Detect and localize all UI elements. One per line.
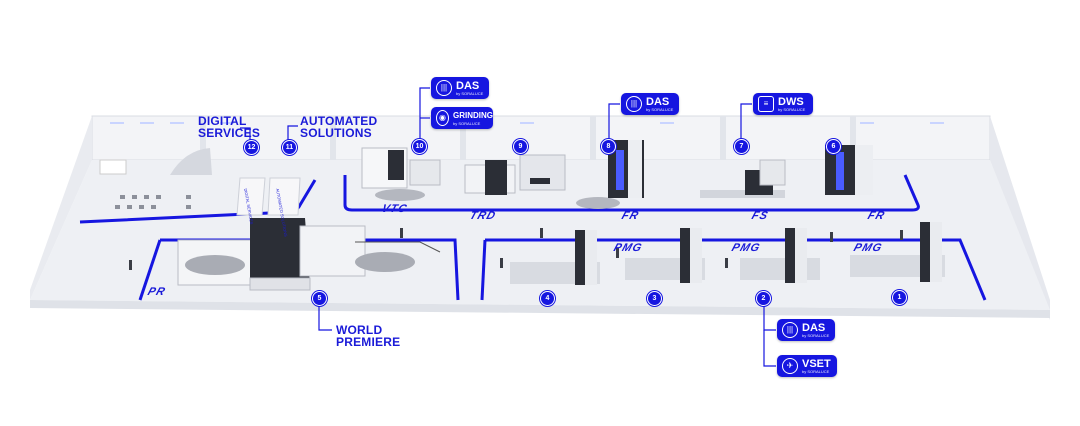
dws-icon: ≡ (758, 96, 774, 112)
lounge-area (99, 148, 301, 216)
callout-digital-services-line1: DIGITAL (198, 114, 247, 128)
callout-world-premiere: WORLD PREMIERE (336, 324, 400, 348)
badge-3[interactable]: 3 (647, 291, 662, 306)
vset-pill-sub: by SORALUCE (802, 368, 830, 374)
badge-9[interactable]: 9 (513, 139, 528, 154)
zone-label-vtc: VTC (380, 203, 409, 215)
callout-automated-solutions-line1: AUTOMATED (300, 114, 378, 128)
trd-machine (464, 154, 566, 195)
das-pill-vtc-sub: by SORALUCE (456, 90, 484, 96)
badge-11[interactable]: 11 (282, 140, 297, 155)
zone-label-pmg-c: PMG (852, 242, 885, 254)
wall-lights (110, 122, 944, 124)
das-pill-vtc-label: DAS (456, 79, 480, 92)
vset-pill-label: VSET (802, 357, 831, 370)
das-pill-pmg-sub: by SORALUCE (802, 332, 830, 338)
vtc-machine (361, 147, 441, 201)
floor-front-edge (30, 300, 1050, 318)
badge-1[interactable]: 1 (892, 290, 907, 305)
left-wall (30, 116, 92, 300)
pmg-machine-4 (510, 230, 600, 285)
pmg-machine-1 (850, 222, 945, 282)
fs-machine (700, 159, 786, 198)
callout-digital-services-line2: SERVICES (198, 126, 261, 140)
callout-connectors (240, 87, 776, 367)
pmg-machine-2 (740, 228, 820, 283)
badge-12[interactable]: 12 (244, 140, 259, 155)
pmg-machine-3 (625, 228, 705, 283)
badge-2[interactable]: 2 (756, 291, 771, 306)
pr-machine (177, 218, 441, 291)
callout-world-premiere-line2: PREMIERE (336, 335, 401, 349)
grinding-pill-sub: by SORALUCE (453, 120, 481, 126)
badge-8[interactable]: 8 (601, 139, 616, 154)
right-wall (990, 116, 1050, 320)
callout-digital-services: DIGITAL SERVICES (198, 115, 260, 139)
das-pill-fr-sub: by SORALUCE (646, 106, 674, 112)
das-icon: ||| (782, 322, 798, 338)
das-pill-fr-label: DAS (646, 95, 670, 108)
callout-world-premiere-line1: WORLD (336, 323, 383, 337)
vset-icon: ✈ (782, 358, 798, 374)
das-icon: ||| (626, 96, 642, 112)
zone-label-pmg-b: PMG (730, 242, 763, 254)
callout-automated-solutions: AUTOMATED SOLUTIONS (300, 115, 377, 139)
zone-label-pmg-a: PMG (612, 242, 645, 254)
badge-4[interactable]: 4 (540, 291, 555, 306)
dws-pill-label: DWS (778, 95, 804, 108)
badge-10[interactable]: 10 (412, 139, 427, 154)
badge-7[interactable]: 7 (734, 139, 749, 154)
das-icon: ||| (436, 80, 452, 96)
grinding-icon: ◉ (436, 110, 449, 126)
callout-automated-solutions-line2: SOLUTIONS (300, 126, 372, 140)
grinding-pill-label: GRINDING (453, 110, 493, 120)
dws-pill-sub: by SORALUCE (778, 106, 806, 112)
wall-pillars (200, 116, 856, 160)
visitors (129, 228, 903, 270)
zone-label-trd: TRD (468, 210, 498, 222)
badge-6[interactable]: 6 (826, 139, 841, 154)
das-pill-pmg-label: DAS (802, 321, 826, 334)
badge-5[interactable]: 5 (312, 291, 327, 306)
